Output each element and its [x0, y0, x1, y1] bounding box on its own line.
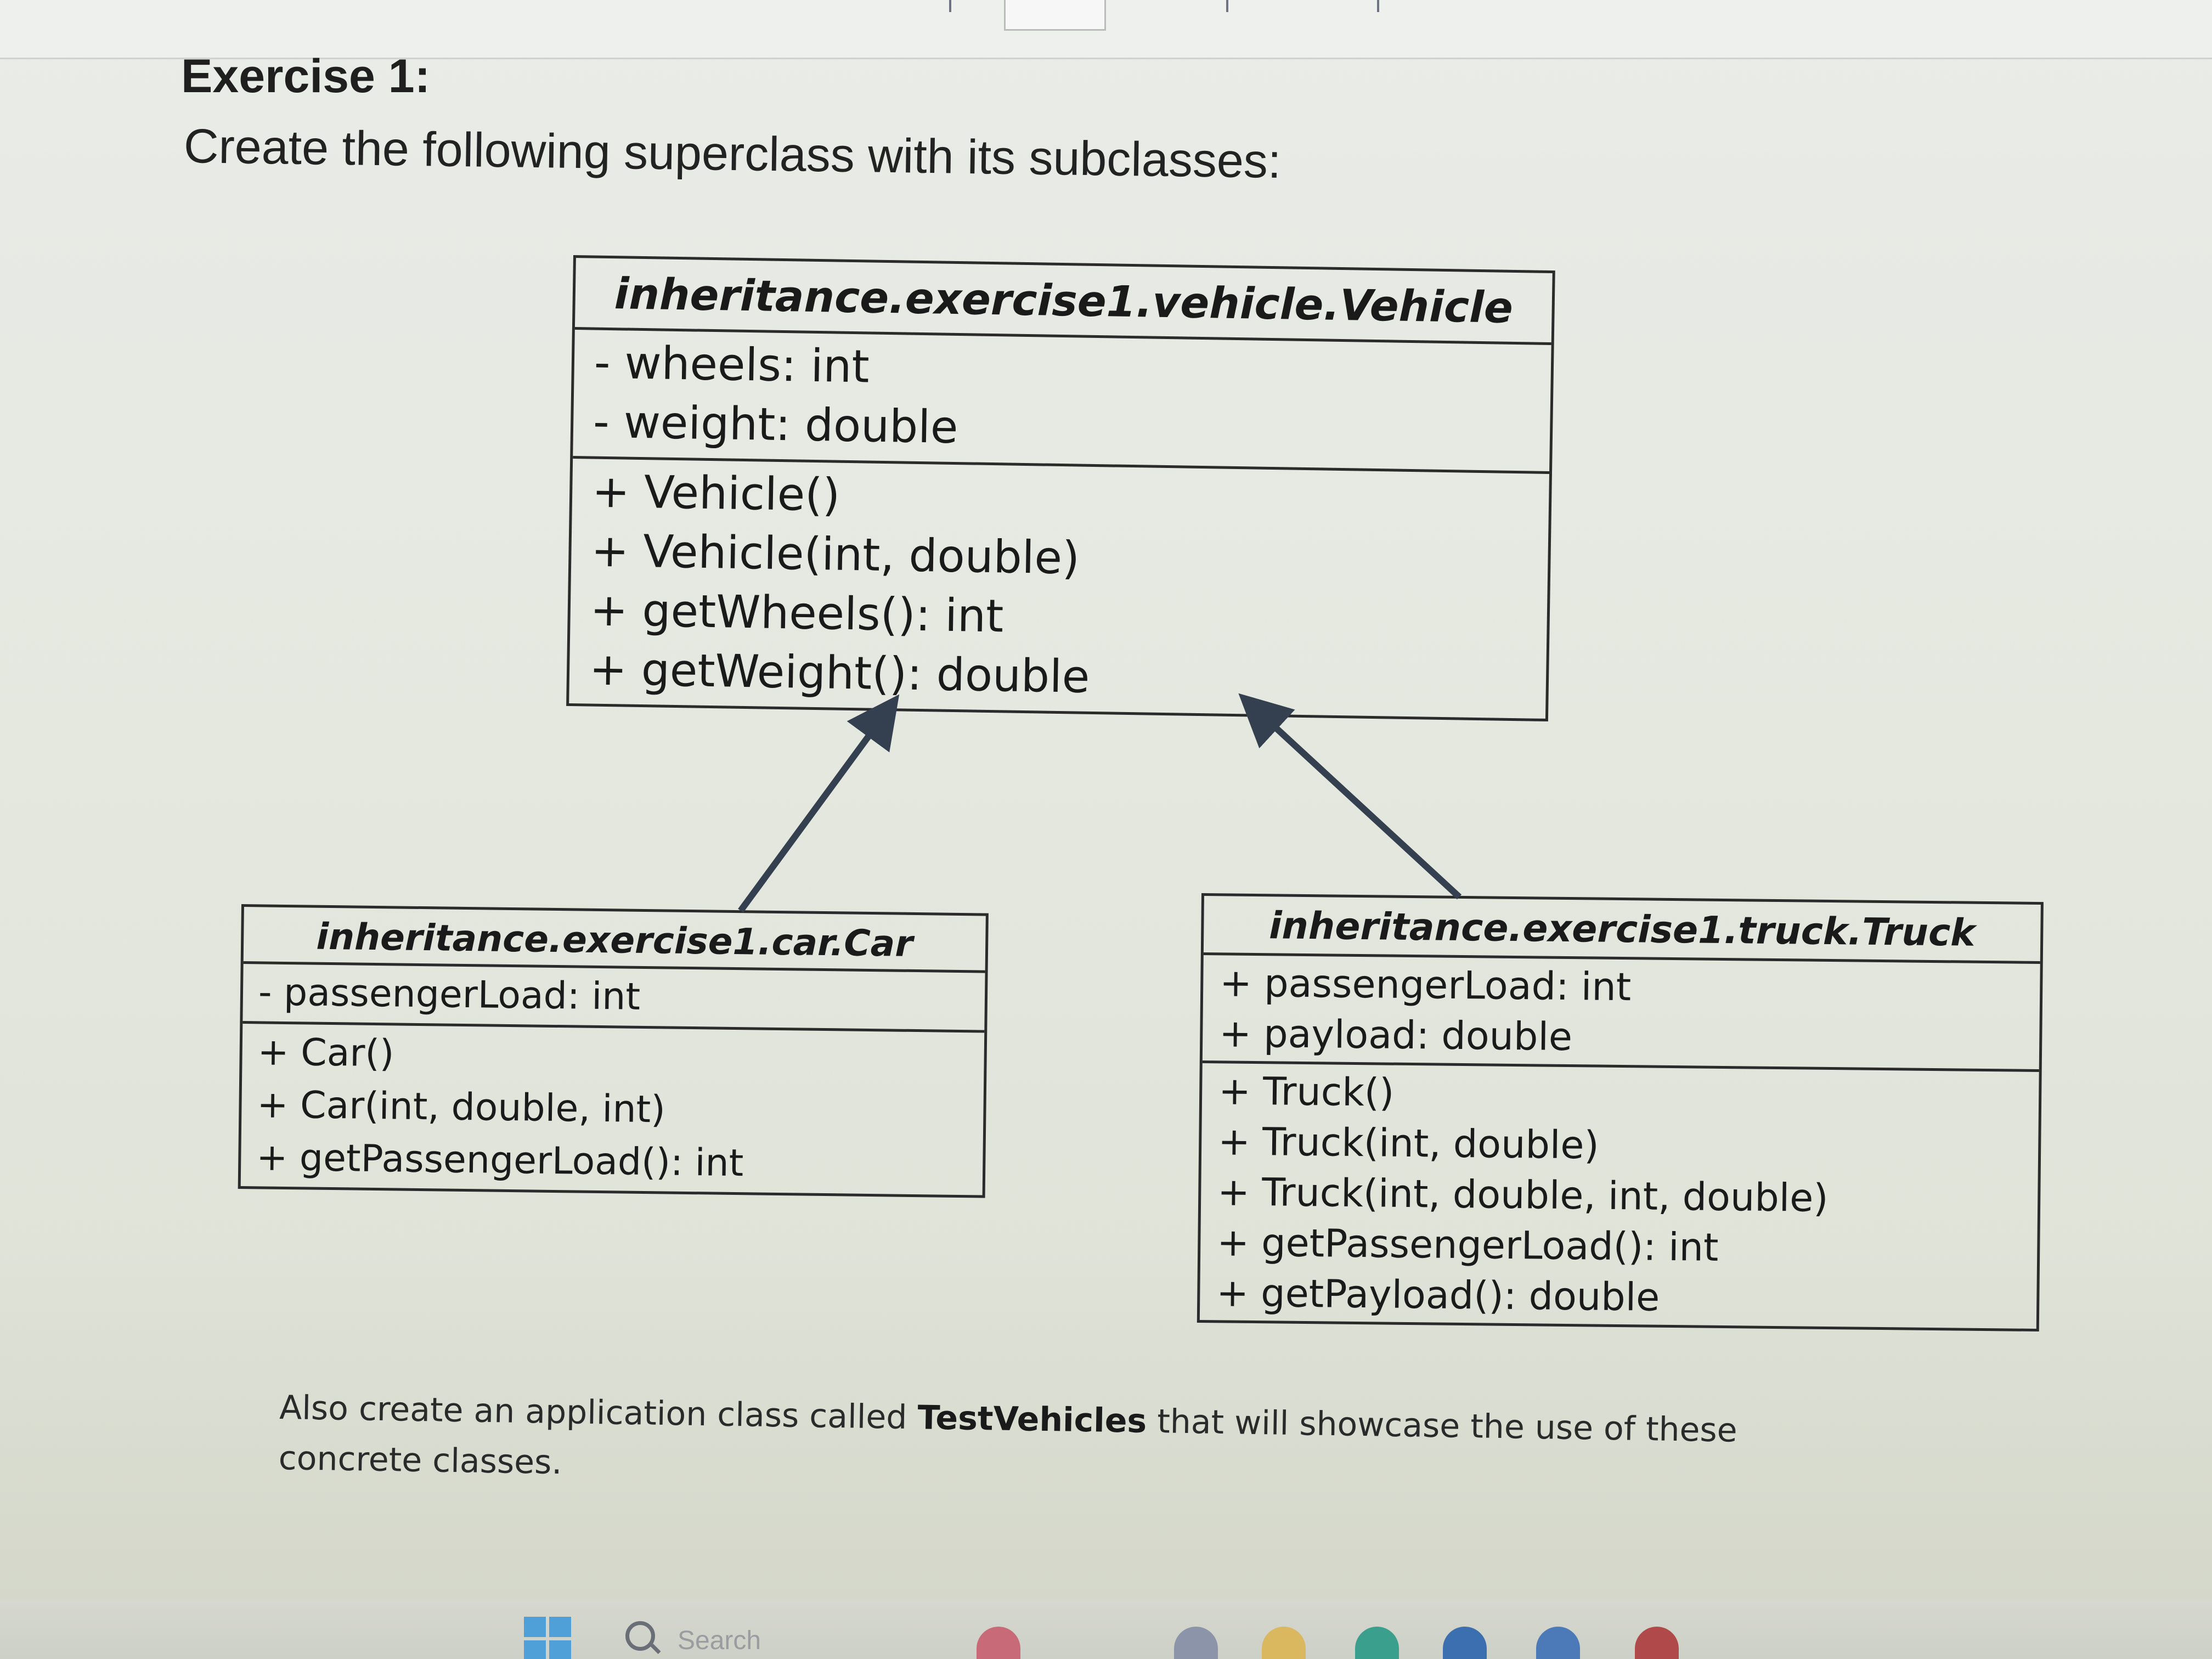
app-icon[interactable]	[1174, 1627, 1218, 1659]
app-icon[interactable]	[977, 1627, 1020, 1659]
mail-icon[interactable]	[1536, 1627, 1580, 1659]
footer-class-name: TestVehicles	[917, 1398, 1147, 1441]
exercise-heading: Exercise 1:	[181, 50, 431, 103]
folder-icon[interactable]	[1262, 1627, 1306, 1659]
ribbon-mark	[1226, 0, 1228, 12]
search-icon[interactable]	[625, 1621, 655, 1651]
taskbar-search-label[interactable]: Search	[678, 1626, 761, 1655]
taskbar: Search	[0, 1599, 2212, 1659]
car-to-vehicle-arrow	[738, 694, 900, 913]
truck-to-vehicle-arrow	[1238, 693, 1462, 900]
browser-icon[interactable]	[1355, 1627, 1399, 1659]
ribbon-mark	[949, 0, 951, 12]
store-icon[interactable]	[1443, 1627, 1487, 1659]
windows-start-icon[interactable]	[524, 1617, 571, 1659]
app-icon[interactable]	[1635, 1627, 1679, 1659]
ribbon-mark	[1377, 0, 1379, 12]
toolbar-ribbon	[0, 0, 2212, 59]
footer-prefix: Also create an application class called	[279, 1388, 907, 1437]
ribbon-input-box[interactable]	[1004, 0, 1106, 31]
